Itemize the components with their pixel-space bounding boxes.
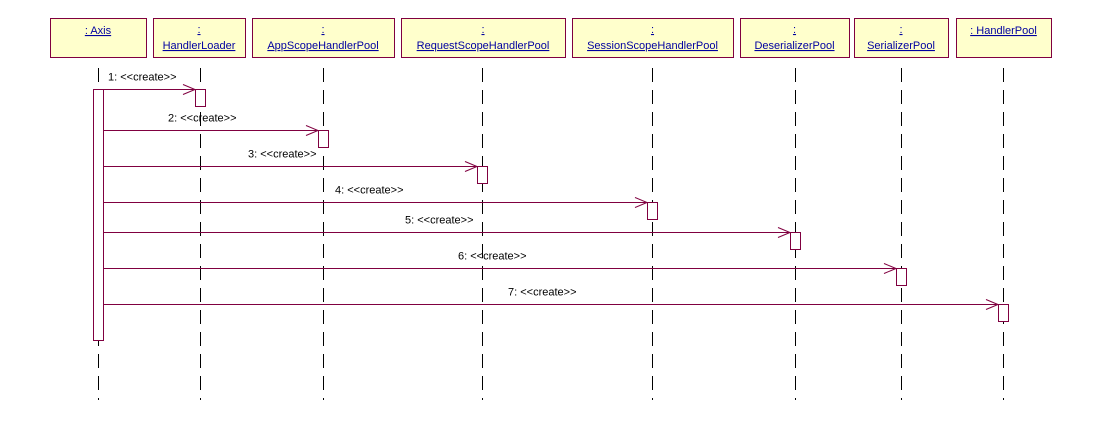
lifeline-object[interactable]: : HandlerPool: [956, 18, 1052, 58]
message-label: 2: <<create>>: [168, 113, 237, 125]
object-box[interactable]: [854, 18, 949, 58]
lifeline-object[interactable]: : SessionScopeHandlerPool: [572, 18, 734, 58]
message-label: 1: <<create>>: [108, 72, 177, 84]
object-name: : HandlerPool: [970, 25, 1037, 37]
object-name: SessionScopeHandlerPool: [587, 40, 718, 52]
message-label: 6: <<create>>: [458, 251, 527, 263]
lifeline-object[interactable]: : SerializerPool: [854, 18, 949, 58]
message-label: 3: <<create>>: [248, 149, 317, 161]
object-name: HandlerLoader: [163, 40, 236, 52]
object-box[interactable]: [50, 18, 147, 58]
message[interactable]: 3: <<create>>: [103, 149, 488, 184]
object-box[interactable]: [252, 18, 395, 58]
lifeline-object[interactable]: : AppScopeHandlerPool: [252, 18, 395, 58]
activation-bar: [195, 89, 206, 107]
message[interactable]: 2: <<create>>: [103, 113, 329, 148]
message[interactable]: 4: <<create>>: [103, 185, 658, 220]
object-prefix: :: [321, 24, 324, 36]
activation-bar: [477, 166, 488, 184]
object-prefix: :: [651, 24, 654, 36]
message-label: 5: <<create>>: [405, 215, 474, 227]
lifeline-object[interactable]: : Axis: [50, 18, 147, 58]
object-box[interactable]: [153, 18, 246, 58]
object-name: SerializerPool: [867, 40, 935, 52]
object-prefix: :: [481, 24, 484, 36]
object-prefix: :: [197, 24, 200, 36]
activation-bar: [318, 130, 329, 148]
activation-bar: [790, 232, 801, 250]
message[interactable]: 6: <<create>>: [103, 251, 907, 286]
message[interactable]: 5: <<create>>: [103, 215, 801, 250]
object-name: DeserializerPool: [754, 40, 834, 52]
lifeline-object[interactable]: : DeserializerPool: [740, 18, 850, 58]
activation-bar: [998, 304, 1009, 322]
activation-bar: [647, 202, 658, 220]
object-name: AppScopeHandlerPool: [267, 40, 378, 52]
message[interactable]: 1: <<create>>: [103, 72, 206, 107]
object-name: : Axis: [85, 25, 112, 37]
message[interactable]: 7: <<create>>: [103, 287, 1009, 322]
object-prefix: :: [899, 24, 902, 36]
object-box[interactable]: [740, 18, 850, 58]
lifeline-object[interactable]: : RequestScopeHandlerPool: [401, 18, 566, 58]
message-label: 7: <<create>>: [508, 287, 577, 299]
object-box[interactable]: [401, 18, 566, 58]
activation-bar: [93, 89, 104, 341]
object-name: RequestScopeHandlerPool: [417, 40, 550, 52]
object-prefix: :: [793, 24, 796, 36]
object-box[interactable]: [572, 18, 734, 58]
object-box[interactable]: [956, 18, 1052, 58]
activation-bar: [896, 268, 907, 286]
lifeline-object[interactable]: : HandlerLoader: [153, 18, 246, 58]
message-label: 4: <<create>>: [335, 185, 404, 197]
